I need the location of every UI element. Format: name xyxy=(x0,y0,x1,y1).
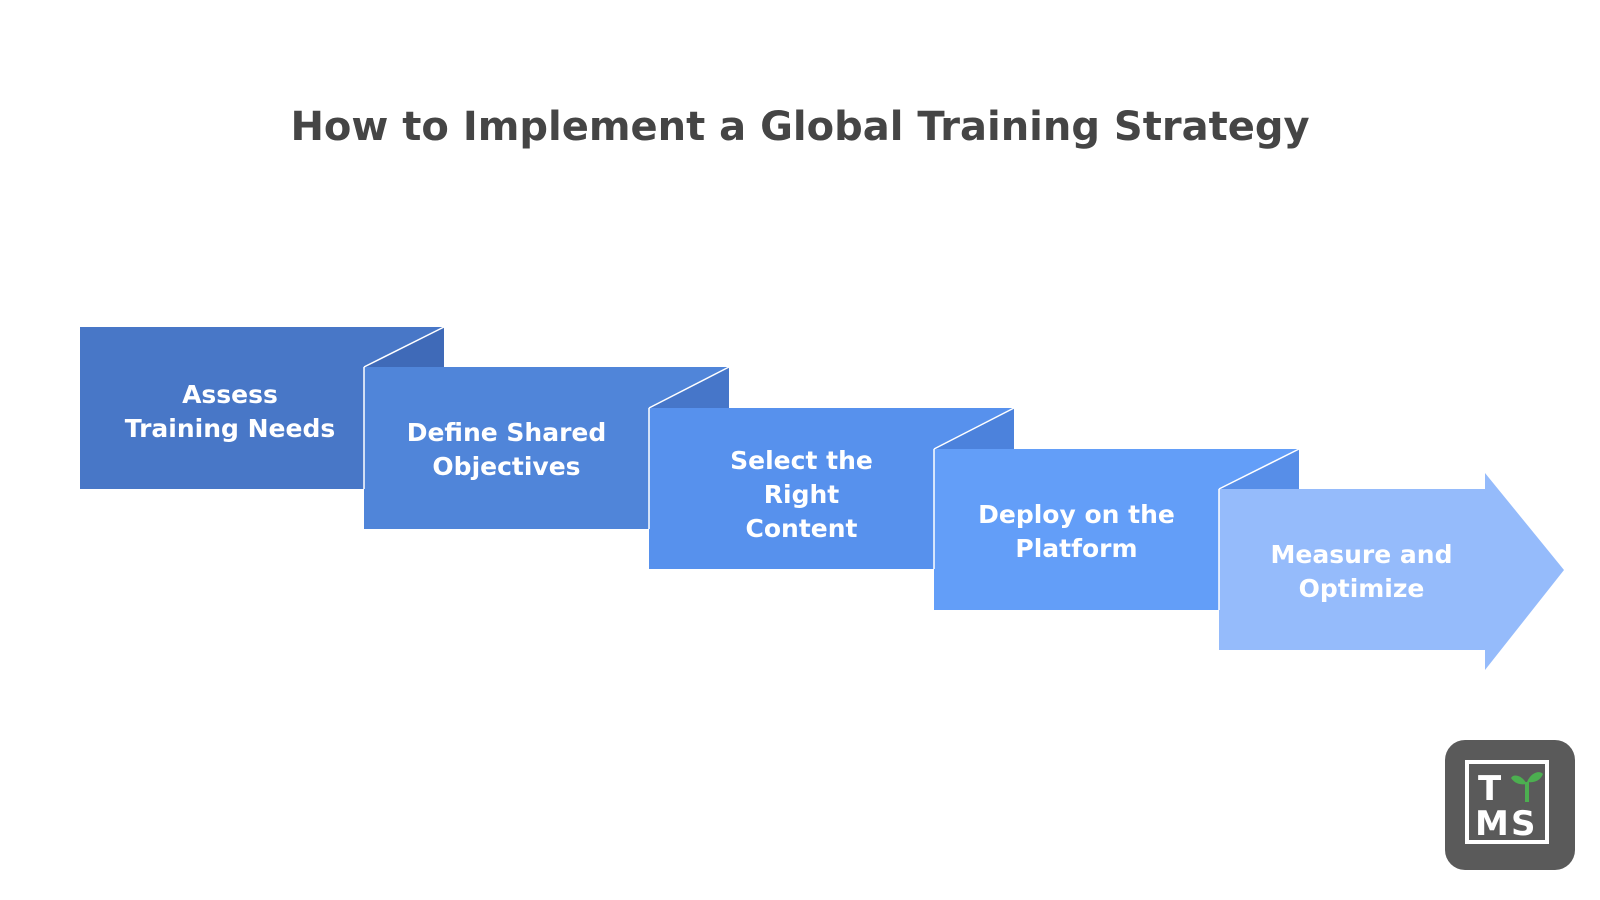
logo-letter-t: T xyxy=(1478,769,1502,809)
step-3-label: Select the Right Content xyxy=(730,446,873,543)
step-3-shape xyxy=(649,408,1014,569)
step-5-label: Measure and Optimize xyxy=(1270,540,1453,603)
step-2-label: Define Shared Objectives xyxy=(406,418,607,481)
step-4-label: Deploy on the Platform xyxy=(978,500,1175,563)
step-1-shape xyxy=(80,327,444,489)
tms-logo: T M S xyxy=(1445,740,1575,870)
step-4-shape xyxy=(934,449,1299,610)
page-title: How to Implement a Global Training Strat… xyxy=(290,104,1310,150)
step-2-shape xyxy=(364,367,729,529)
logo-frame xyxy=(1465,760,1549,844)
step-1-label: Assess Training Needs xyxy=(124,380,336,443)
logo-letter-m: M xyxy=(1475,804,1509,844)
step-5-arrow xyxy=(1219,473,1564,670)
logo-letter-s: S xyxy=(1511,804,1536,844)
sprout-icon xyxy=(1511,772,1543,802)
